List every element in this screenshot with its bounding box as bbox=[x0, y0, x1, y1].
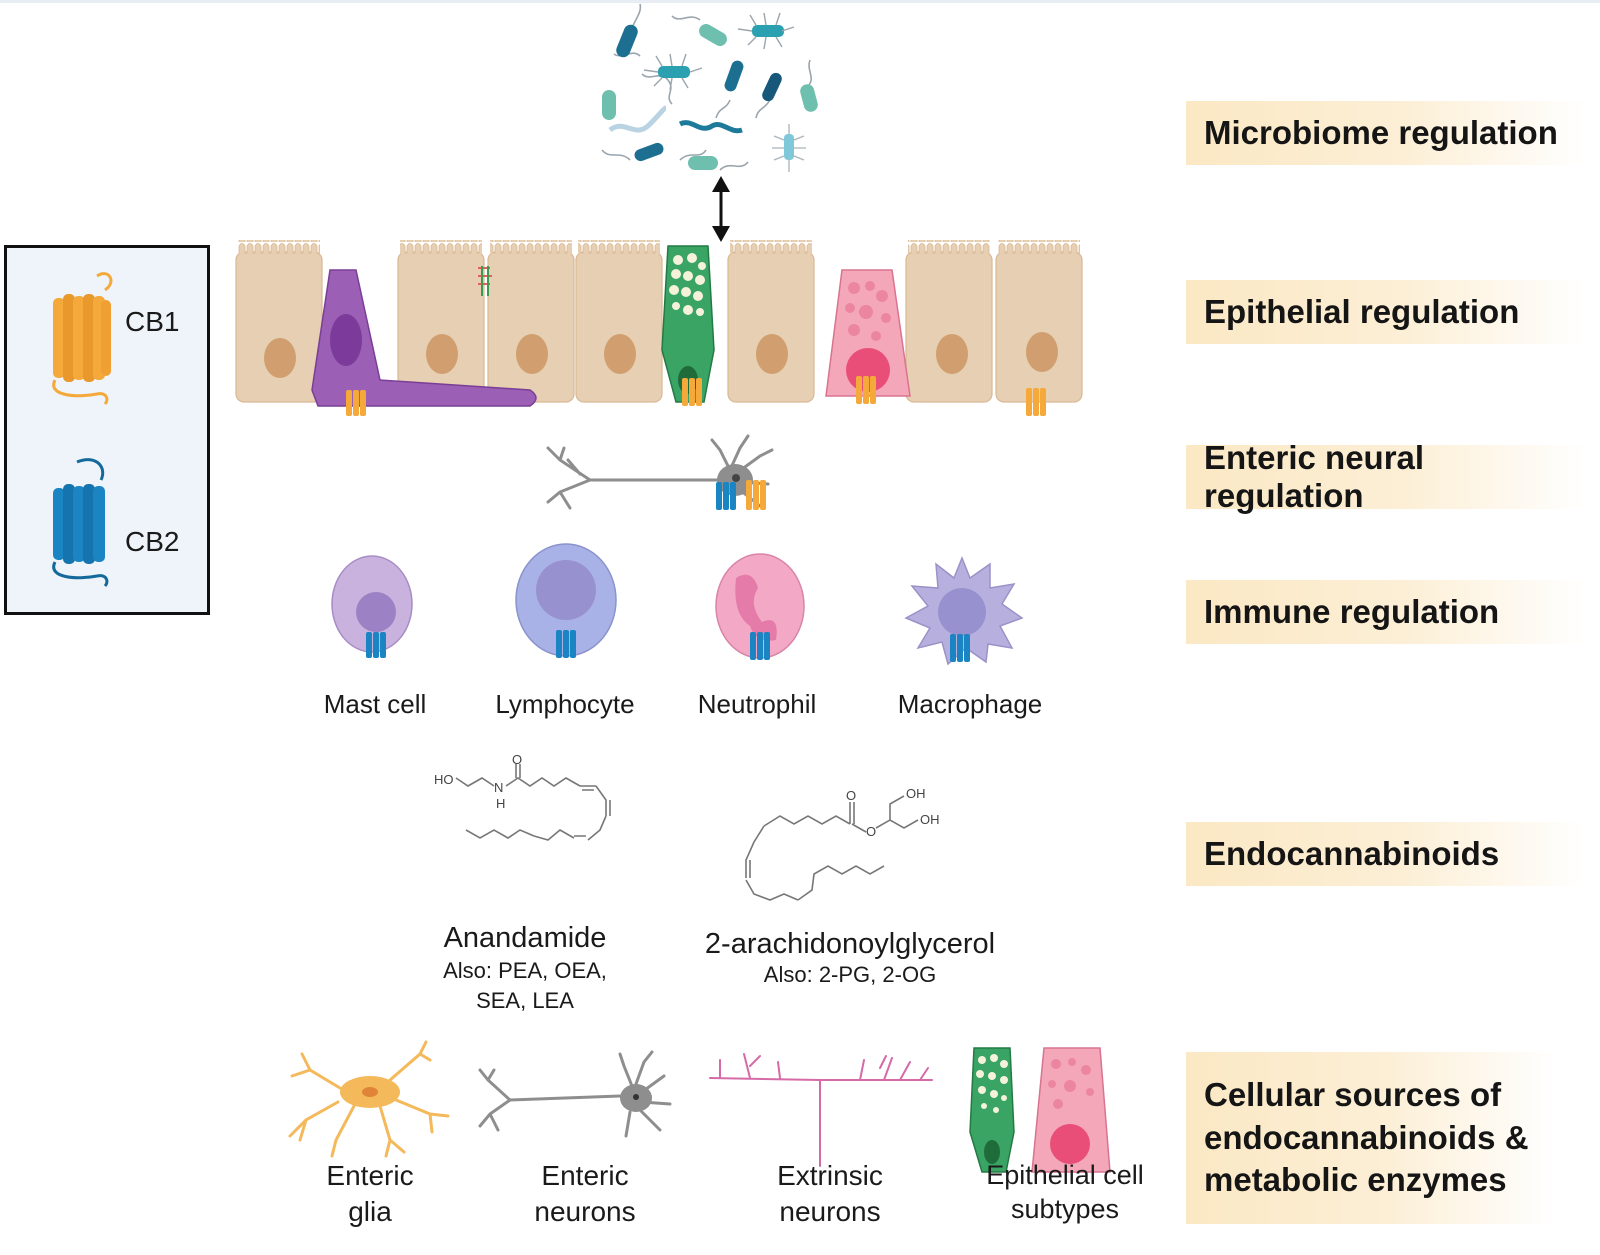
anandamide-name: Anandamide bbox=[443, 922, 607, 954]
tag-microbiome-regulation: Microbiome regulation bbox=[1186, 101, 1586, 165]
neutrophil-icon bbox=[715, 553, 805, 660]
two-ag-name: 2-arachidonoylglycerol bbox=[704, 928, 996, 960]
tag-enteric-neural-regulation: Enteric neural regulation bbox=[1186, 439, 1586, 514]
anandamide-ho: HO bbox=[434, 772, 454, 787]
cb2-label: CB2 bbox=[125, 526, 180, 557]
two-ag-o-ester: O bbox=[866, 824, 876, 839]
extrinsic-neurons-label-line2: neurons bbox=[779, 1196, 881, 1227]
enteric-glia-label-line2: glia bbox=[348, 1196, 392, 1227]
immune-cells-illustration bbox=[331, 543, 1024, 666]
anandamide-structure-icon: HO N H O bbox=[434, 752, 611, 841]
two-ag-oh1: OH bbox=[906, 786, 926, 801]
extrinsic-neurons-icon bbox=[709, 1053, 933, 1167]
bidirectional-arrow-icon bbox=[712, 176, 730, 242]
lymphocyte-label: Lymphocyte bbox=[495, 689, 635, 719]
extrinsic-neurons-label-line1: Extrinsic bbox=[777, 1160, 883, 1191]
anandamide-o: O bbox=[512, 752, 522, 767]
two-ag-also: Also: 2-PG, 2-OG bbox=[763, 962, 937, 987]
two-ag-structure-icon: O O OH OH bbox=[745, 786, 940, 901]
tag-immune-regulation: Immune regulation bbox=[1186, 580, 1586, 644]
cb1-label: CB1 bbox=[125, 306, 180, 337]
epithelial-subtypes-label-line2: subtypes bbox=[1010, 1194, 1120, 1224]
epithelium-illustration bbox=[235, 240, 1083, 416]
tag-endocannabinoids: Endocannabinoids bbox=[1186, 822, 1586, 886]
enteric-neurons-label: Enteric neurons bbox=[505, 1158, 665, 1230]
cellular-sources-illustration bbox=[288, 1040, 1111, 1173]
enteric-glia-label: Enteric glia bbox=[300, 1158, 440, 1230]
enteric-glia-icon bbox=[288, 1040, 450, 1158]
macrophage-label: Macrophage bbox=[897, 689, 1043, 719]
enteric-neurons-label-line2: neurons bbox=[534, 1196, 636, 1227]
enteric-neuron-receptor-icon bbox=[546, 434, 774, 510]
receptor-legend: CB1 CB2 bbox=[4, 245, 210, 615]
cb1-receptor-icon bbox=[52, 272, 113, 406]
two-ag-oh2: OH bbox=[920, 812, 940, 827]
extrinsic-neurons-label: Extrinsic neurons bbox=[740, 1158, 920, 1230]
anandamide-also-line2: SEA, LEA bbox=[476, 988, 574, 1013]
mast-cell-icon bbox=[331, 555, 413, 658]
macrophage-icon bbox=[904, 555, 1024, 666]
enteric-neurons-icon bbox=[478, 1050, 672, 1138]
epithelial-subtypes-icon bbox=[969, 1047, 1111, 1173]
cb2-receptor-icon bbox=[52, 458, 109, 588]
lymphocyte-icon bbox=[515, 543, 617, 658]
epithelial-subtypes-label: Epithelial cell subtypes bbox=[960, 1158, 1170, 1226]
anandamide-also-line1: Also: PEA, OEA, bbox=[443, 958, 607, 983]
two-ag-o-carbonyl: O bbox=[846, 788, 856, 803]
tag-epithelial-regulation: Epithelial regulation bbox=[1186, 280, 1586, 344]
neutrophil-label: Neutrophil bbox=[697, 689, 817, 719]
anandamide-h: H bbox=[496, 796, 505, 811]
top-border bbox=[0, 0, 1600, 3]
enteric-neurons-label-line1: Enteric bbox=[541, 1160, 629, 1191]
epithelial-subtypes-label-line1: Epithelial cell bbox=[986, 1160, 1144, 1190]
tag-cellular-sources: Cellular sources of endocannabinoids & m… bbox=[1186, 1052, 1556, 1224]
mast-cell-label: Mast cell bbox=[323, 689, 427, 719]
anandamide-n: N bbox=[494, 780, 503, 795]
microbiome-bacteria-icon bbox=[601, 3, 818, 242]
enteric-glia-label-line1: Enteric bbox=[326, 1160, 414, 1191]
